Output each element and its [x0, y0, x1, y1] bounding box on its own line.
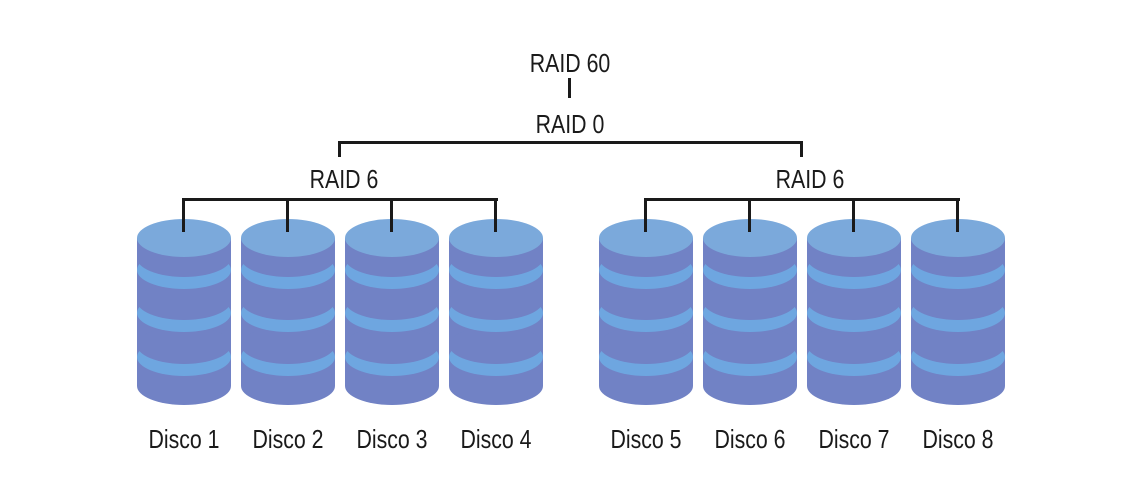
raid0-bracket-line — [338, 141, 803, 144]
disk-connector-line — [286, 198, 289, 232]
disk-connector-line — [644, 198, 647, 232]
disk-cylinder-icon — [911, 219, 1005, 406]
raid60-label: RAID 60 — [529, 48, 611, 78]
disk-cylinder-icon — [345, 219, 439, 406]
root-connector-line — [568, 78, 571, 98]
disk-label: Disco 3 — [356, 424, 428, 454]
disk-label: Disco 1 — [148, 424, 220, 454]
disk-connector-line — [852, 198, 855, 232]
disk-label: Disco 4 — [460, 424, 532, 454]
disk-connector-line — [390, 198, 393, 232]
disk-cylinder-icon — [703, 219, 797, 406]
disk-cylinder-icon — [137, 219, 231, 406]
raid0-bracket-right-leg — [800, 141, 803, 157]
disk-label: Disco 6 — [714, 424, 786, 454]
raid0-bracket-left-leg — [338, 141, 341, 157]
raid6-group-2-label: RAID 6 — [775, 164, 845, 194]
disk-connector-line — [182, 198, 185, 232]
raid6-group-1-label: RAID 6 — [309, 164, 379, 194]
raid6-group-1-bracket-line — [182, 198, 498, 201]
raid0-label: RAID 0 — [535, 109, 605, 139]
disk-cylinder-icon — [807, 219, 901, 406]
disk-label: Disco 5 — [610, 424, 682, 454]
disk-cylinder-icon — [599, 219, 693, 406]
disk-label: Disco 7 — [818, 424, 890, 454]
disk-connector-line — [494, 198, 497, 232]
raid6-group-2-bracket-line — [644, 198, 960, 201]
disk-label: Disco 8 — [922, 424, 994, 454]
disk-cylinder-icon — [449, 219, 543, 406]
disk-cylinder-icon — [241, 219, 335, 406]
disk-label: Disco 2 — [252, 424, 324, 454]
disk-connector-line — [956, 198, 959, 232]
disk-connector-line — [748, 198, 751, 232]
